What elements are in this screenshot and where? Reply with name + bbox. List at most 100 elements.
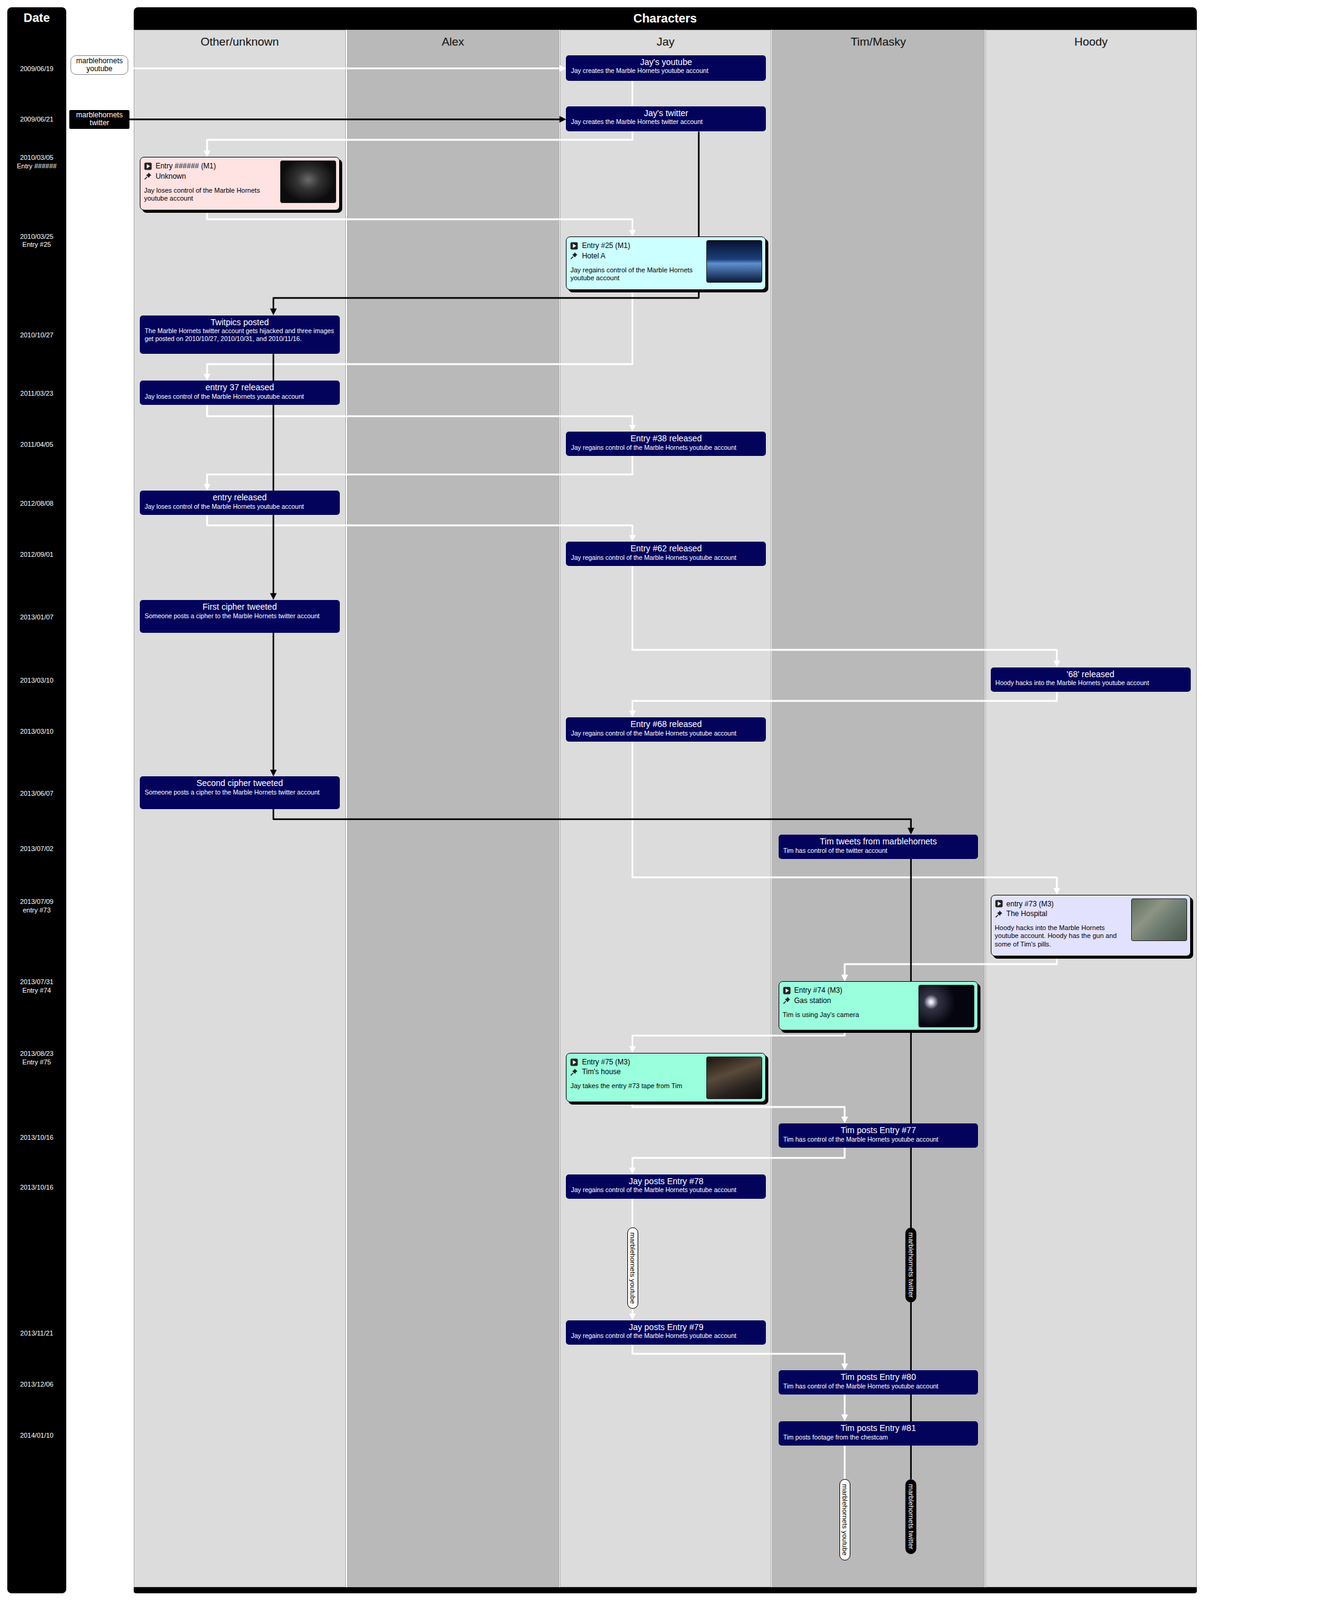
entry-card: Entry #74 (M3)Gas stationTim is using Ja… xyxy=(778,981,979,1031)
end-pill: marblehornets twitter xyxy=(905,1478,917,1554)
connector-line xyxy=(207,80,633,152)
date-label: 2011/04/05 xyxy=(12,440,61,450)
arrowhead xyxy=(1053,888,1061,895)
pin-icon xyxy=(570,251,579,260)
arrowhead xyxy=(841,974,848,982)
thumbnail xyxy=(706,240,763,283)
card-title-row: Entry #25 (M1) xyxy=(570,240,701,251)
connector xyxy=(207,515,636,543)
arrowhead xyxy=(203,373,211,381)
connector-line xyxy=(632,1102,845,1118)
connector-line xyxy=(272,353,275,594)
card-description: Jay takes the entry #73 tape from Tim xyxy=(570,1081,701,1090)
connector-line xyxy=(207,210,633,231)
connector-line xyxy=(273,131,700,310)
pin-icon-needle xyxy=(144,176,148,180)
card-title: Entry ###### (M1) xyxy=(155,161,216,171)
connector xyxy=(129,116,566,123)
play-icon-triangle xyxy=(997,901,1002,906)
start-label: marblehornets youtube xyxy=(75,56,123,73)
thumbnail xyxy=(1131,898,1188,941)
date-label: 2013/03/10 xyxy=(12,676,61,686)
card-description: Tim is using Jay's camera xyxy=(782,1010,914,1019)
play-icon xyxy=(995,899,1003,908)
connector xyxy=(632,1102,849,1124)
play-icon-triangle xyxy=(146,164,151,169)
lane-heading: Hoody xyxy=(985,29,1197,49)
line-label-text: marblehornets twitter xyxy=(907,1232,915,1298)
swimlane: Hoody '68' releasedHoody hacks into the M… xyxy=(985,29,1197,1588)
panel-footer xyxy=(133,1587,1197,1594)
connector-line xyxy=(207,289,633,375)
card-description: Hoody hacks into the Marble Hornets yout… xyxy=(995,923,1126,949)
connector-line xyxy=(843,1394,846,1416)
pin-icon-needle xyxy=(570,256,574,259)
card-title-row: entry #73 (M3) xyxy=(995,898,1126,909)
event-box: Entry #38 releasedJay regains control of… xyxy=(565,431,766,456)
card-title-row: Entry ###### (M1) xyxy=(144,161,275,171)
connector xyxy=(841,1394,848,1422)
event-description: Jay creates the Marble Hornets youtube a… xyxy=(570,66,762,75)
event-box: Twitpics postedThe Marble Hornets twitte… xyxy=(139,315,340,355)
play-icon-frame xyxy=(782,987,791,995)
connector-line xyxy=(632,741,1058,889)
event-box: '68' releasedHoody hacks into the Marble… xyxy=(990,667,1191,692)
thumbnail xyxy=(918,984,975,1028)
play-icon xyxy=(570,1058,579,1067)
lane-heading: Tim/Masky xyxy=(771,29,985,49)
date-label: 2013/03/10 xyxy=(12,727,61,737)
event-description: Tim posts footage from the chestcam xyxy=(783,1433,974,1442)
event-description: Jay regains control of the Marble Hornet… xyxy=(570,443,762,452)
start-twitter-node: marblehornets twitter xyxy=(69,110,130,129)
swimlane: Alex xyxy=(347,29,560,1588)
arrowhead xyxy=(629,424,636,432)
arrowhead xyxy=(841,1363,848,1371)
pin-icon-needle xyxy=(995,914,999,918)
lane-heading: Jay xyxy=(559,29,771,49)
event-box: Jay's twitterJay creates the Marble Horn… xyxy=(565,106,766,132)
event-description: Tim has control of the Marble Hornets yo… xyxy=(783,1135,974,1144)
connector-line xyxy=(632,1344,845,1364)
event-box: Entry #62 releasedJay regains control of… xyxy=(565,541,766,566)
date-label: 2010/03/25 Entry #25 xyxy=(12,232,61,250)
play-icon xyxy=(144,162,152,171)
play-icon-frame xyxy=(144,162,152,171)
event-title: Entry #62 released xyxy=(570,543,762,554)
arrowhead xyxy=(269,593,277,600)
line-label: marblehornets twitter xyxy=(905,1227,917,1303)
connector-line xyxy=(632,1147,845,1169)
thumbnail xyxy=(280,160,337,204)
connector xyxy=(128,65,567,72)
pin-icon-needle xyxy=(570,1072,574,1076)
connector xyxy=(632,741,1061,895)
event-title: Entry #68 released xyxy=(570,719,762,730)
connector-line xyxy=(273,809,912,829)
date-label: 2013/01/07 xyxy=(12,613,61,622)
lane-heading: Other/unknown xyxy=(133,29,346,49)
date-label: 2010/10/27 xyxy=(12,331,61,340)
card-location-row: Tim's house xyxy=(570,1066,701,1077)
connector-line xyxy=(844,956,1058,976)
connector xyxy=(273,809,915,835)
connector xyxy=(269,632,277,777)
event-title: First cipher tweeted xyxy=(144,601,335,613)
characters-panel: CharactersOther/unknownEntry ###### (M1)… xyxy=(133,7,1197,1594)
card-description: Jay loses control of the Marble Hornets … xyxy=(144,186,275,203)
event-title: entrry 37 released xyxy=(144,382,335,393)
event-box: entry releasedJay loses control of the M… xyxy=(139,490,340,515)
event-description: Jay regains control of the Marble Hornet… xyxy=(570,1331,762,1340)
card-title-row: Entry #74 (M3) xyxy=(782,985,914,996)
card-location-row: Gas station xyxy=(782,995,914,1006)
card-location: Gas station xyxy=(794,995,832,1006)
connector-line xyxy=(129,118,560,121)
card-title: Entry #75 (M3) xyxy=(581,1057,630,1067)
connector xyxy=(269,131,699,316)
arrowhead xyxy=(629,1313,636,1321)
pill-label: marblehornets youtube xyxy=(841,1484,849,1557)
connector xyxy=(203,455,633,491)
event-box: Jay's youtubeJay creates the Marble Horn… xyxy=(565,55,766,81)
card-location: Hotel A xyxy=(581,251,606,261)
arrowhead xyxy=(907,827,915,835)
date-label: 2009/06/19 xyxy=(12,65,61,74)
connector xyxy=(910,858,912,1479)
